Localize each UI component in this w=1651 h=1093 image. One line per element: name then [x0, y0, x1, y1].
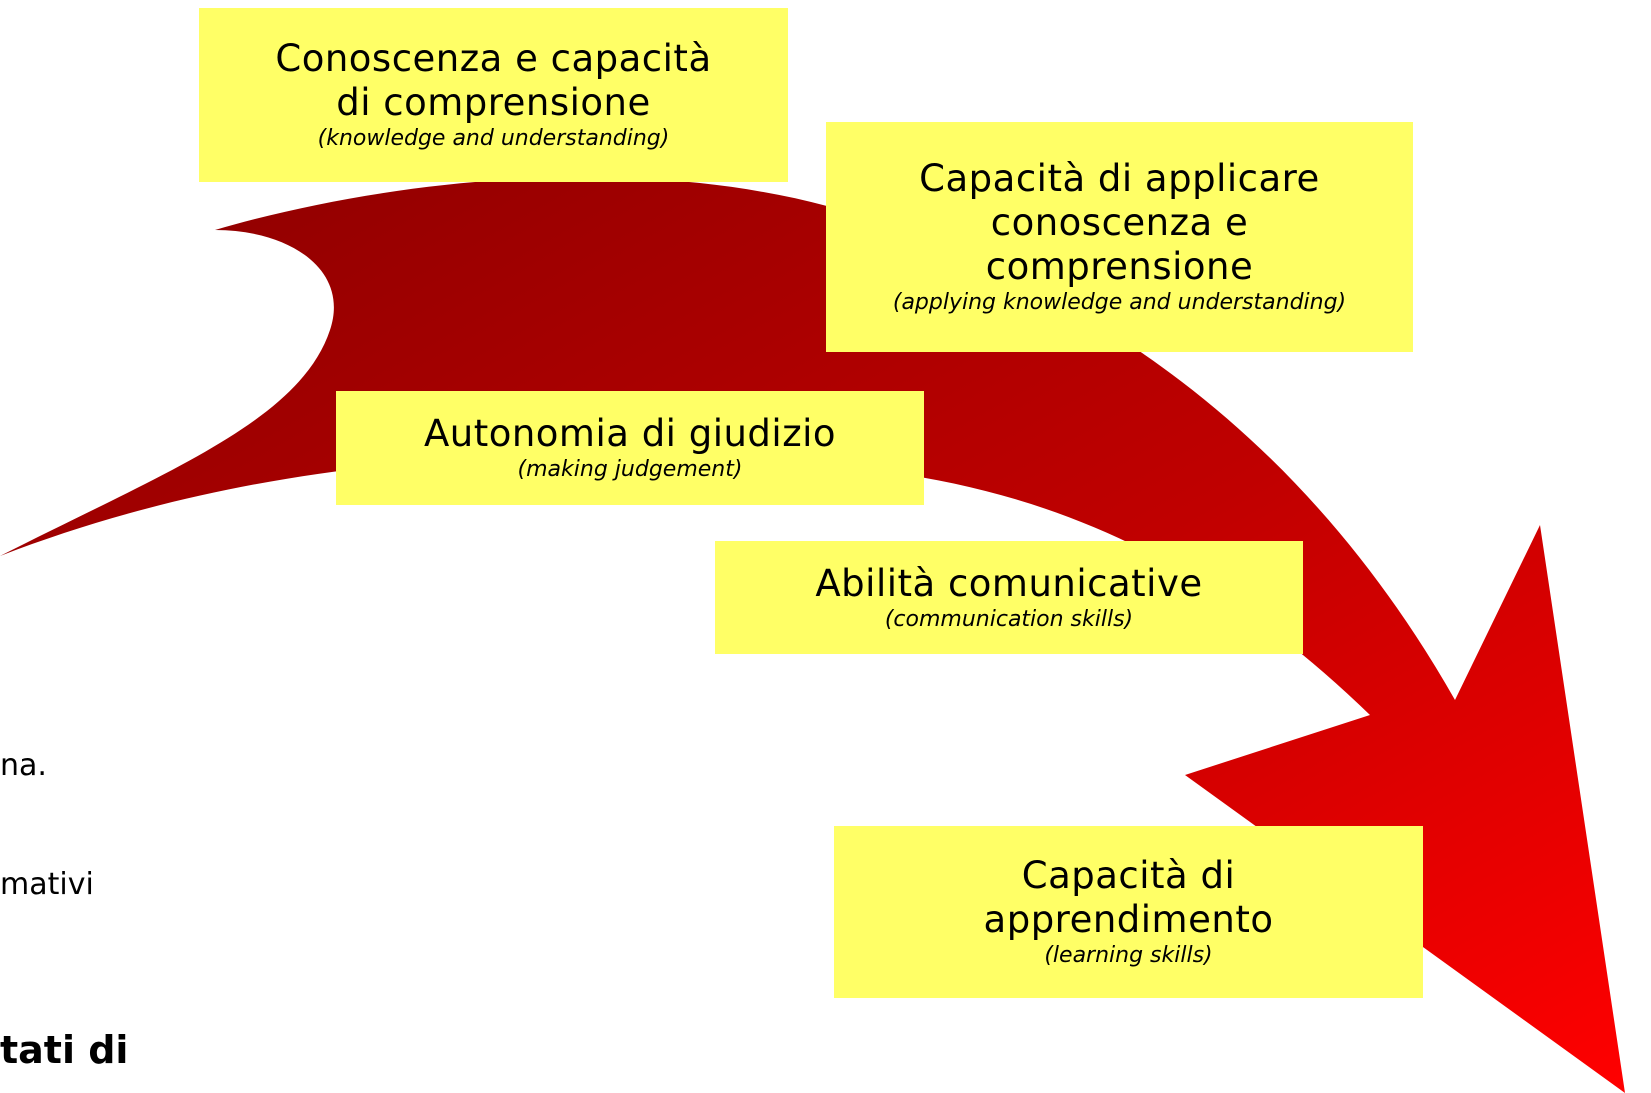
box-knowledge-understanding: Conoscenza e capacità di comprensione (k… [199, 8, 788, 182]
box-communication-skills: Abilità comunicative (communication skil… [715, 541, 1303, 654]
box-4-title: Abilità comunicative [815, 561, 1203, 605]
cropped-text-line-2: mativi [0, 867, 94, 902]
box-3-title: Autonomia di giudizio [423, 412, 837, 455]
cropped-text-line-1: na. [0, 748, 47, 783]
box-learning-skills: Capacità di apprendimento (learning skil… [834, 826, 1423, 998]
box-1-subtitle: (knowledge and understanding) [317, 126, 670, 151]
box-3-subtitle: (making judgement) [517, 457, 743, 482]
box-2-subtitle: (applying knowledge and understanding) [892, 290, 1347, 315]
box-4-subtitle: (communication skills) [884, 606, 1134, 632]
box-5-title: Capacità di apprendimento [983, 854, 1274, 941]
cropped-text-line-3: tati di [0, 1028, 129, 1072]
box-2-title: Capacità di applicare conoscenza e compr… [919, 157, 1320, 288]
box-making-judgement: Autonomia di giudizio (making judgement) [336, 391, 924, 505]
box-5-subtitle: (learning skills) [1044, 943, 1213, 968]
box-applying-knowledge: Capacità di applicare conoscenza e compr… [826, 122, 1413, 352]
box-1-title: Conoscenza e capacità di comprensione [275, 37, 712, 124]
